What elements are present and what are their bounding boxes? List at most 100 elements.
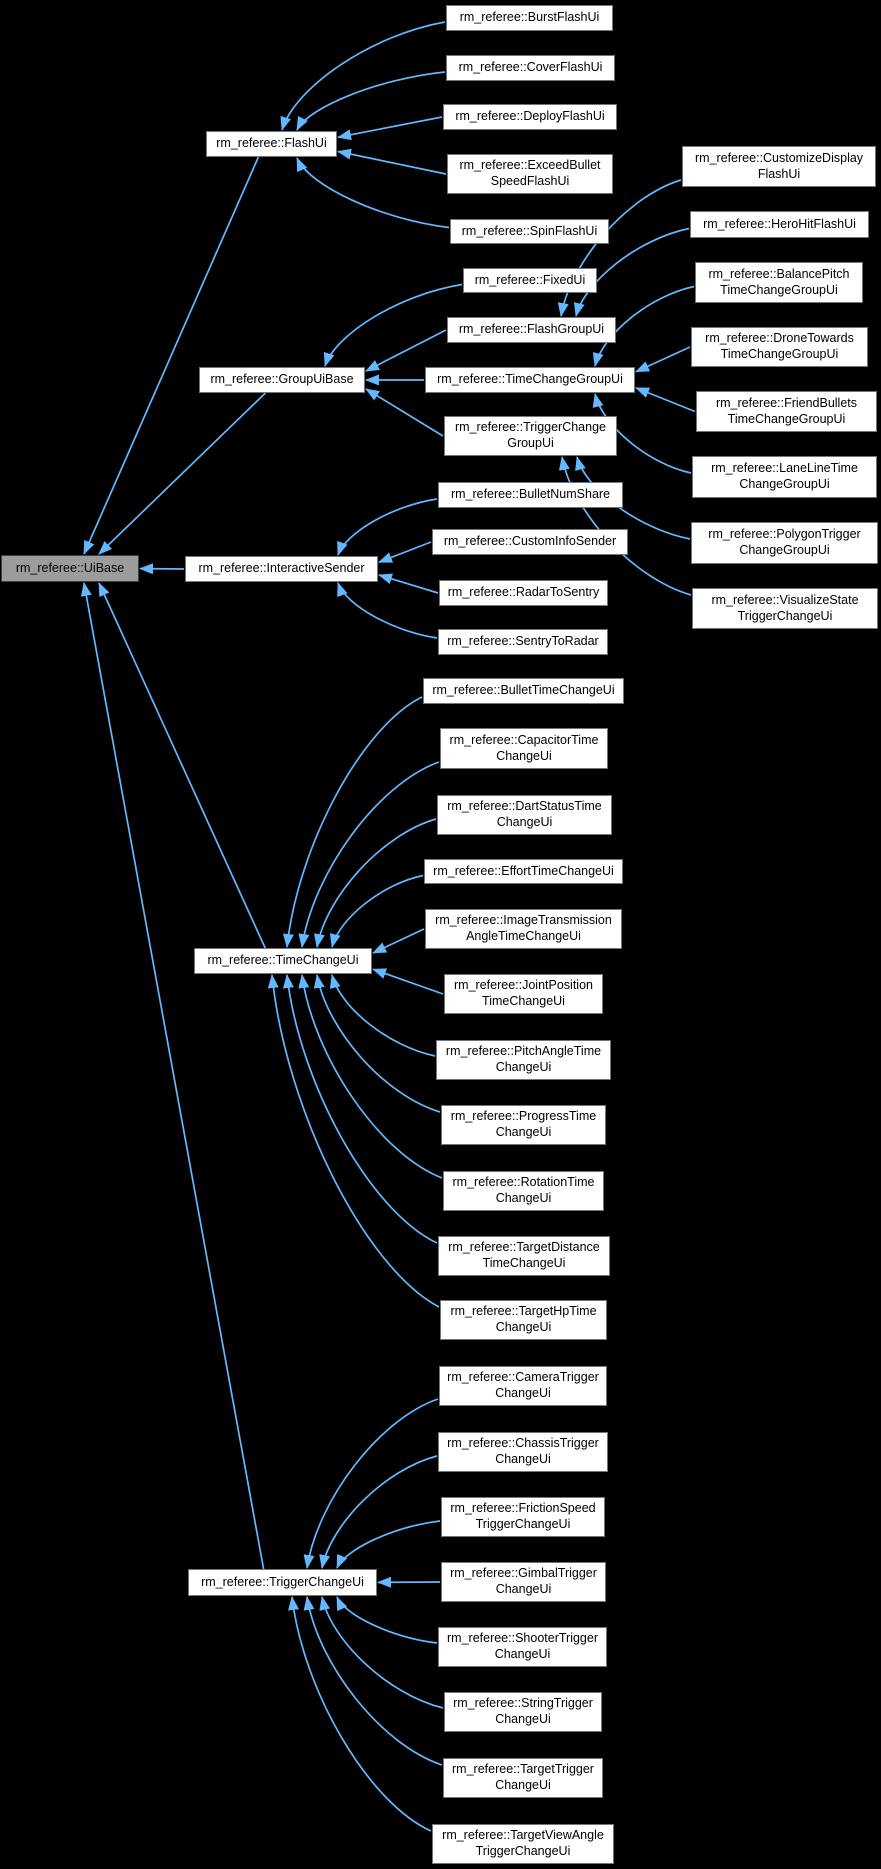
- class-node-label: rm_referee::DeployFlashUi: [455, 109, 605, 124]
- class-node-label: ChangeUi: [495, 1125, 552, 1139]
- class-node-label: TimeChangeUi: [482, 994, 565, 1008]
- class-node-InteractiveSender[interactable]: rm_referee::InteractiveSender: [185, 556, 378, 582]
- class-node-FlashUi[interactable]: rm_referee::FlashUi: [206, 131, 337, 157]
- class-node-label: rm_referee::TimeChangeUi: [207, 953, 359, 968]
- class-node-label: rm_referee::StringTrigger: [453, 1696, 593, 1711]
- inheritance-edge-VisualizeStateTriggerChangeUi-to-TriggerChangeGroupUi: [558, 456, 692, 596]
- class-node-label: rm_referee::CustomInfoSender: [443, 534, 617, 549]
- class-node-label: AngleTimeChangeUi: [466, 929, 581, 943]
- class-node-UiBase[interactable]: rm_referee::UiBase: [1, 555, 139, 582]
- class-node-TimeChangeGroupUi[interactable]: rm_referee::TimeChangeGroupUi: [425, 367, 635, 393]
- class-node-BulletNumShare[interactable]: rm_referee::BulletNumShare: [438, 482, 623, 508]
- inheritance-edge-CapacitorTimeChangeUi-to-TimeChangeUi: [298, 761, 440, 948]
- inheritance-edge-CameraTriggerChangeUi-to-TriggerChangeUi: [303, 1398, 439, 1569]
- inheritance-edge-RadarToSentry-to-InteractiveSender: [378, 573, 439, 594]
- class-node-label: TriggerChangeUi: [475, 1844, 571, 1858]
- class-node-label: TimeChangeUi: [482, 1256, 566, 1270]
- class-node-label: rm_referee::UiBase: [15, 560, 125, 575]
- inheritance-edge-StringTriggerChangeUi-to-TriggerChangeUi: [319, 1596, 444, 1709]
- class-node-label: ChangeUi: [495, 1712, 551, 1726]
- class-node-BulletTimeChangeUi[interactable]: rm_referee::BulletTimeChangeUi: [423, 678, 624, 704]
- class-node-label: rm_referee::TriggerChange: [455, 420, 606, 435]
- class-node-FixedUi[interactable]: rm_referee::FixedUi: [463, 268, 597, 293]
- inheritance-edge-FlashUi-to-UiBase: [83, 156, 260, 555]
- inheritance-edge-ShooterTriggerChangeUi-to-TriggerChangeUi: [336, 1596, 438, 1644]
- inheritance-edge-ImageTransmissionAngleTimeChangeUi-to-TimeChangeUi: [372, 928, 425, 954]
- class-node-label: ChangeGroupUi: [739, 477, 830, 491]
- class-node-label: rm_referee::BurstFlashUi: [459, 10, 600, 25]
- class-node-TriggerChangeUi[interactable]: rm_referee::TriggerChangeUi: [188, 1569, 377, 1596]
- class-node-label: GroupUi: [507, 436, 554, 450]
- class-node-label: rm_referee::DartStatusTime: [447, 799, 602, 814]
- class-node-CustomInfoSender[interactable]: rm_referee::CustomInfoSender: [432, 529, 628, 555]
- class-node-TimeChangeUi[interactable]: rm_referee::TimeChangeUi: [194, 948, 372, 974]
- class-node-label: rm_referee::CoverFlashUi: [458, 60, 603, 75]
- class-node-label: rm_referee::TargetTrigger: [452, 1762, 594, 1777]
- class-node-label: ChangeUi: [495, 1320, 552, 1334]
- class-node-label: rm_referee::CapacitorTime: [449, 732, 599, 747]
- class-node-CoverFlashUi[interactable]: rm_referee::CoverFlashUi: [446, 55, 615, 81]
- class-node-label: FlashUi: [757, 166, 801, 181]
- class-node-RadarToSentry[interactable]: rm_referee::RadarToSentry: [439, 580, 608, 606]
- class-node-EffortTimeChangeUi[interactable]: rm_referee::EffortTimeChangeUi: [424, 859, 623, 884]
- inheritance-edge-DroneTowardsTimeChangeGroupUi-to-TimeChangeGroupUi: [635, 346, 691, 373]
- class-node-label: ChangeUi: [496, 815, 553, 829]
- class-node-label: rm_referee::TargetDistance: [448, 1240, 600, 1255]
- class-node-FlashGroupUi[interactable]: rm_referee::FlashGroupUi: [447, 317, 616, 343]
- class-node-label: rm_referee::FlashUi: [216, 136, 327, 151]
- inheritance-edge-GroupUiBase-to-UiBase: [98, 392, 266, 555]
- class-node-label: rm_referee::ExceedBullet: [459, 158, 601, 173]
- class-node-BurstFlashUi[interactable]: rm_referee::BurstFlashUi: [446, 5, 613, 31]
- class-node-SpinFlashUi[interactable]: rm_referee::SpinFlashUi: [450, 219, 609, 244]
- inheritance-edge-TargetDistanceTimeChangeUi-to-TimeChangeUi: [282, 974, 438, 1244]
- class-node-label: TriggerChangeUi: [737, 608, 833, 623]
- inheritance-edge-JointPositionTimeChangeUi-to-TimeChangeUi: [372, 968, 444, 995]
- inheritance-edge-FrictionSpeedTriggerChangeUi-to-TriggerChangeUi: [336, 1520, 441, 1569]
- class-node-label: rm_referee::FrictionSpeed: [450, 1501, 596, 1516]
- inheritance-edge-TargetViewAngleTriggerChangeUi-to-TriggerChangeUi: [288, 1596, 432, 1832]
- inheritance-edge-BulletTimeChangeUi-to-TimeChangeUi: [282, 696, 423, 948]
- class-node-label: ChangeUi: [495, 1386, 551, 1400]
- inheritance-edge-ExceedBulletSpeedFlashUi-to-FlashUi: [337, 148, 447, 175]
- class-node-label: rm_referee::FixedUi: [474, 272, 586, 287]
- class-node-HeroHitFlashUi[interactable]: rm_referee::HeroHitFlashUi: [690, 211, 869, 238]
- inheritance-edge-EffortTimeChangeUi-to-TimeChangeUi: [329, 874, 424, 948]
- class-node-label: rm_referee::BulletNumShare: [450, 487, 611, 502]
- class-node-DeployFlashUi[interactable]: rm_referee::DeployFlashUi: [443, 104, 617, 130]
- inheritance-edge-BurstFlashUi-to-FlashUi: [280, 21, 446, 131]
- class-node-label: rm_referee::JointPosition: [454, 978, 593, 993]
- class-node-label: rm_referee::CustomizeDisplay: [694, 150, 864, 165]
- class-node-label: rm_referee::ImageTransmission: [435, 913, 612, 928]
- class-node-label: rm_referee::SpinFlashUi: [461, 223, 598, 238]
- class-node-GroupUiBase[interactable]: rm_referee::GroupUiBase: [199, 367, 365, 393]
- class-node-SentryToRadar[interactable]: rm_referee::SentryToRadar: [438, 629, 608, 655]
- class-node-label: rm_referee::DroneTowards: [705, 331, 854, 346]
